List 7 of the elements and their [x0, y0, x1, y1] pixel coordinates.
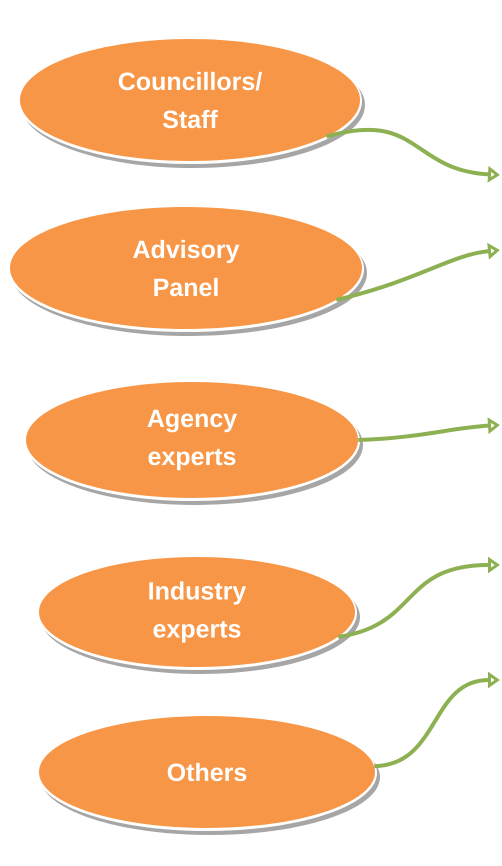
- ellipse-node: Others: [37, 715, 380, 835]
- ellipse-node: Advisory Panel: [8, 206, 367, 336]
- ellipse-node: Industry experts: [37, 556, 360, 674]
- node-label: Advisory Panel: [133, 240, 240, 296]
- ellipse-node: Councillors/ Staff: [18, 38, 365, 168]
- ellipse-node: Agency experts: [24, 381, 363, 505]
- node-label: Others: [168, 762, 246, 782]
